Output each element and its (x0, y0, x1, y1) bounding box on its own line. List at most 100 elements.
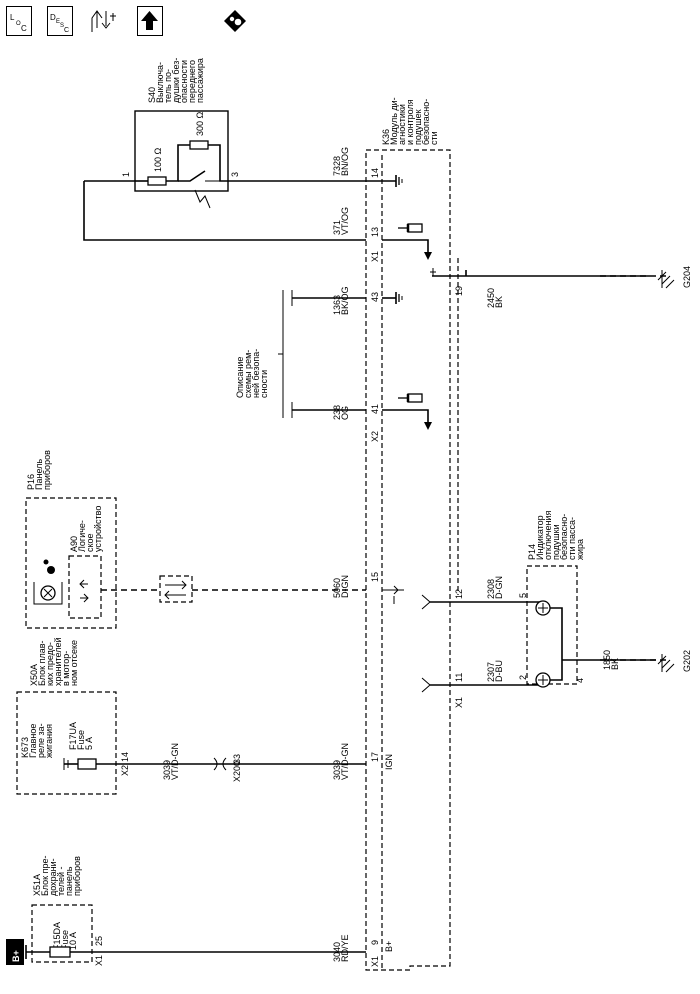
x51a-label: X51A Блок пре- дохрани- телей - панель п… (32, 856, 82, 896)
svg-text:BN/OG: BN/OG (340, 147, 350, 176)
fuse-f17ua (77, 758, 97, 770)
svg-text:X2: X2 (370, 431, 380, 442)
svg-text:в мотор-: в мотор- (61, 651, 71, 686)
svg-text:11: 11 (454, 673, 464, 682)
svg-text:43: 43 (370, 292, 380, 302)
svg-text:VT/D-GN: VT/D-GN (170, 743, 180, 780)
svg-text:C: C (21, 24, 27, 33)
svg-text:Панель: Панель (34, 459, 44, 490)
svg-text:7328: 7328 (332, 156, 342, 176)
belt-description-label[interactable]: Описание схемы рем- ней безопа- сности (235, 349, 269, 398)
svg-text:ном отсеке: ном отсеке (69, 640, 79, 686)
s40-resistor-100 (147, 176, 167, 186)
svg-text:F17UA: F17UA (68, 722, 78, 750)
svg-text:D-GN: D-GN (494, 576, 504, 599)
svg-text:5: 5 (518, 593, 528, 598)
svg-text:X200: X200 (232, 761, 242, 782)
svg-text:1850: 1850 (602, 650, 612, 670)
svg-text:VT/D-GN: VT/D-GN (340, 743, 350, 780)
x50a-label: X50A Блок плав- ких предо- хранителей в … (29, 637, 79, 686)
up-arrow-icon (141, 11, 158, 30)
f15da-label: F15DA Fuse 10 A (52, 922, 78, 950)
svg-text:X51A: X51A (32, 874, 42, 896)
svg-text:OG: OG (340, 406, 350, 420)
svg-text:сности: сности (259, 370, 269, 398)
svg-text:K36: K36 (381, 129, 391, 145)
a90-box (68, 555, 102, 619)
connector-flow-button[interactable] (88, 6, 118, 36)
svg-text:тель по-: тель по- (163, 69, 173, 103)
svg-text:Выключа-: Выключа- (155, 62, 165, 103)
loc-button[interactable]: L O C (6, 6, 32, 36)
svg-text:X1: X1 (370, 956, 380, 967)
svg-text:33: 33 (232, 754, 242, 764)
label-5060: 5060 D-GN (332, 575, 350, 598)
p16-box (25, 497, 117, 629)
svg-text:P14: P14 (527, 544, 537, 560)
svg-text:D-BU: D-BU (494, 660, 504, 682)
svg-text:100 Ω: 100 Ω (153, 147, 163, 172)
label-2307: 2307 D-BU (486, 660, 504, 682)
svg-text:A90: A90 (69, 536, 79, 552)
s40-label: S40 Выключа- тель по- душки без- опаснос… (147, 58, 205, 103)
f17ua-label: F17UA Fuse 5 A (68, 722, 94, 750)
label-2308: 2308 D-GN (486, 576, 504, 599)
svg-text:дохрани-: дохрани- (48, 858, 58, 896)
svg-text:S40: S40 (147, 87, 157, 103)
svg-text:41: 41 (370, 404, 380, 414)
svg-text:VT/OG: VT/OG (340, 207, 350, 235)
svg-text:X1: X1 (94, 955, 104, 966)
svg-text:схемы рем-: схемы рем- (243, 350, 253, 398)
k36-label: K36 Модуль ди- агностики и контроля поду… (381, 97, 439, 145)
svg-text:устройство: устройство (93, 506, 103, 552)
svg-text:12: 12 (454, 589, 464, 599)
svg-text:3039: 3039 (162, 760, 172, 780)
svg-text:и контроля: и контроля (405, 99, 415, 145)
svg-text:BK/OG: BK/OG (340, 286, 350, 315)
svg-text:2307: 2307 (486, 662, 496, 682)
svg-text:X1: X1 (454, 697, 464, 708)
desc-button[interactable]: D E S C (47, 6, 73, 36)
svg-text:приборов: приборов (72, 856, 82, 896)
wire-2308 (430, 601, 544, 608)
svg-text:отключения: отключения (543, 511, 553, 560)
svg-text:подушек: подушек (413, 109, 423, 145)
airbag-warning-button[interactable] (222, 8, 248, 34)
loc-icon: L O C (10, 13, 27, 33)
p14-box (526, 565, 578, 685)
svg-text:RD/YE: RD/YE (340, 934, 350, 962)
svg-text:X50A: X50A (29, 664, 39, 686)
svg-text:безопасно-: безопасно- (421, 99, 431, 145)
svg-text:агностики: агностики (397, 104, 407, 145)
svg-text:3040: 3040 (332, 942, 342, 962)
svg-text:238: 238 (332, 405, 342, 420)
svg-text:G204: G204 (682, 266, 692, 288)
label-1850: 1850 BK (602, 650, 620, 670)
wire-371 (83, 181, 366, 241)
label-1363: 1363 BK/OG (332, 286, 350, 315)
svg-text:O: O (16, 21, 21, 27)
label-7328: 7328 BN/OG (332, 147, 350, 176)
svg-text:сти пасса-: сти пасса- (567, 517, 577, 560)
wire-2450 (432, 270, 650, 277)
svg-text:9: 9 (370, 940, 380, 945)
up-arrow-button[interactable] (137, 6, 163, 36)
svg-text:ней безопа-: ней безопа- (251, 349, 261, 398)
svg-text:D: D (50, 13, 56, 22)
label-371: 371 VT/OG (332, 207, 350, 235)
svg-text:переднего: переднего (187, 60, 197, 103)
svg-text:Индикатор: Индикатор (535, 515, 545, 560)
svg-text:телей -: телей - (56, 866, 66, 896)
svg-text:L: L (10, 13, 15, 22)
svg-text:подушки: подушки (551, 524, 561, 560)
a90-label: A90 Логиче- ское устройство (69, 506, 103, 552)
svg-text:сти: сти (429, 131, 439, 145)
svg-text:19: 19 (454, 286, 464, 296)
svg-text:E: E (56, 19, 60, 25)
svg-text:S: S (60, 23, 64, 29)
svg-text:Главное: Главное (28, 724, 38, 758)
svg-text:F15DA: F15DA (52, 922, 62, 950)
svg-text:3039: 3039 (332, 760, 342, 780)
svg-text:13: 13 (370, 227, 380, 237)
p14-label: P14 Индикатор отключения подушки безопас… (527, 511, 585, 560)
